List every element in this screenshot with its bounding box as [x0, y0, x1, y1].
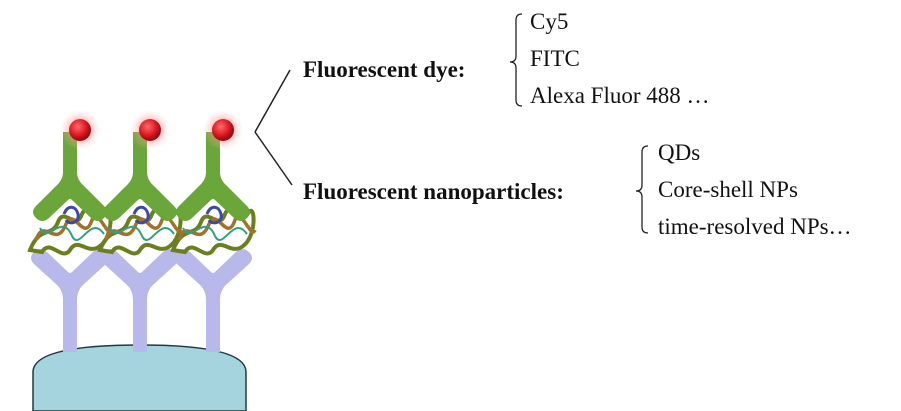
connector-line-upper [254, 69, 291, 133]
antigen-protein-icon [109, 225, 175, 242]
detection-antibody-icon [33, 132, 107, 221]
antigen-protein-icon [132, 205, 150, 225]
list-item-cy5: Cy5 [530, 9, 569, 34]
detection-antibody-icon [176, 132, 250, 221]
fluorescent-label-icon [212, 119, 234, 141]
antibody-stack-2 [97, 110, 184, 352]
group-heading-fluorescent-dye: Fluorescent dye: [303, 57, 466, 82]
antigen-protein-icon [62, 205, 80, 225]
list-item-alexa-fluor: Alexa Fluor 488 … [530, 83, 710, 108]
substrate-surface [32, 344, 247, 411]
brace-upper [509, 13, 523, 107]
antigen-protein-icon [205, 205, 223, 225]
list-item-fitc: FITC [530, 46, 580, 71]
antibody-stack-3 [170, 110, 257, 352]
list-item-core-shell-nps: Core-shell NPs [658, 177, 798, 202]
capture-antibody-icon [31, 249, 109, 352]
antigen-protein-icon [182, 225, 248, 242]
fluorescent-label-icon [139, 119, 161, 141]
detection-antibody-icon [103, 132, 177, 221]
antigen-protein-icon [39, 225, 105, 242]
list-item-qds: QDs [658, 140, 701, 165]
antibody-stack-1 [27, 110, 114, 352]
connector-line-lower [254, 131, 293, 186]
capture-antibody-icon [101, 249, 179, 352]
brace-lower [635, 145, 649, 234]
fluorescent-label-icon [69, 119, 91, 141]
capture-antibody-icon [174, 249, 252, 352]
list-item-time-resolved-nps: time-resolved NPs… [658, 214, 852, 239]
group-heading-fluorescent-nanoparticles: Fluorescent nanoparticles: [303, 179, 564, 204]
